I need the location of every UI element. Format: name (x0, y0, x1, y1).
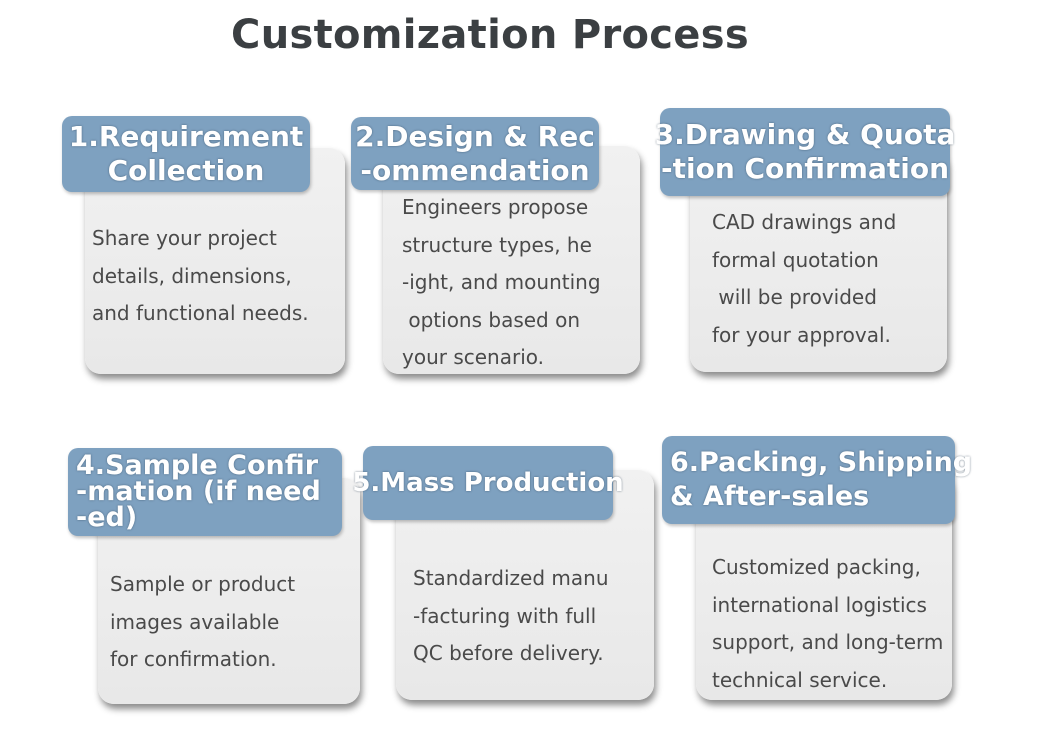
step-2-description: Engineers propose structure types, he -i… (402, 195, 601, 369)
step-5-heading: 5.Mass Production (352, 446, 624, 520)
step-1-description: Share your project details, dimensions, … (92, 226, 309, 325)
step-5-description: Standardized manu -facturing with full Q… (413, 566, 609, 665)
step-4-heading: 4.Sample Confir -mation (if need -ed) (68, 448, 342, 536)
step-6-heading: 6.Packing, Shipping & After-sales (662, 436, 972, 524)
step-2-heading: 2.Design & Rec -ommendation (351, 117, 599, 190)
step-3-description: CAD drawings and formal quotation will b… (712, 210, 897, 347)
step-3-heading: 3.Drawing & Quota -tion Confirmation (655, 108, 955, 196)
page-title: Customization Process (231, 12, 749, 58)
step-1-heading: 1.Requirement Collection (62, 116, 310, 192)
step-4-description: Sample or product images available for c… (110, 572, 296, 671)
step-6-description: Customized packing, international logist… (712, 555, 944, 692)
